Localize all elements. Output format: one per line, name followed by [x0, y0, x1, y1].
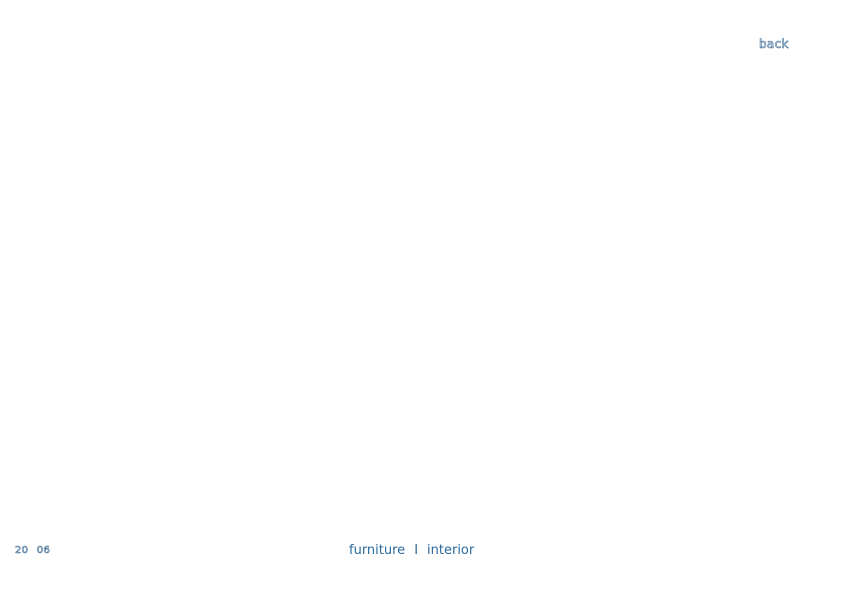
- year-label: 20 06: [15, 545, 51, 557]
- nav-separator: I: [414, 543, 419, 558]
- back-link[interactable]: back: [759, 37, 789, 52]
- nav-link-furniture[interactable]: furniture: [349, 543, 406, 558]
- nav-link-interior[interactable]: interior: [427, 543, 475, 558]
